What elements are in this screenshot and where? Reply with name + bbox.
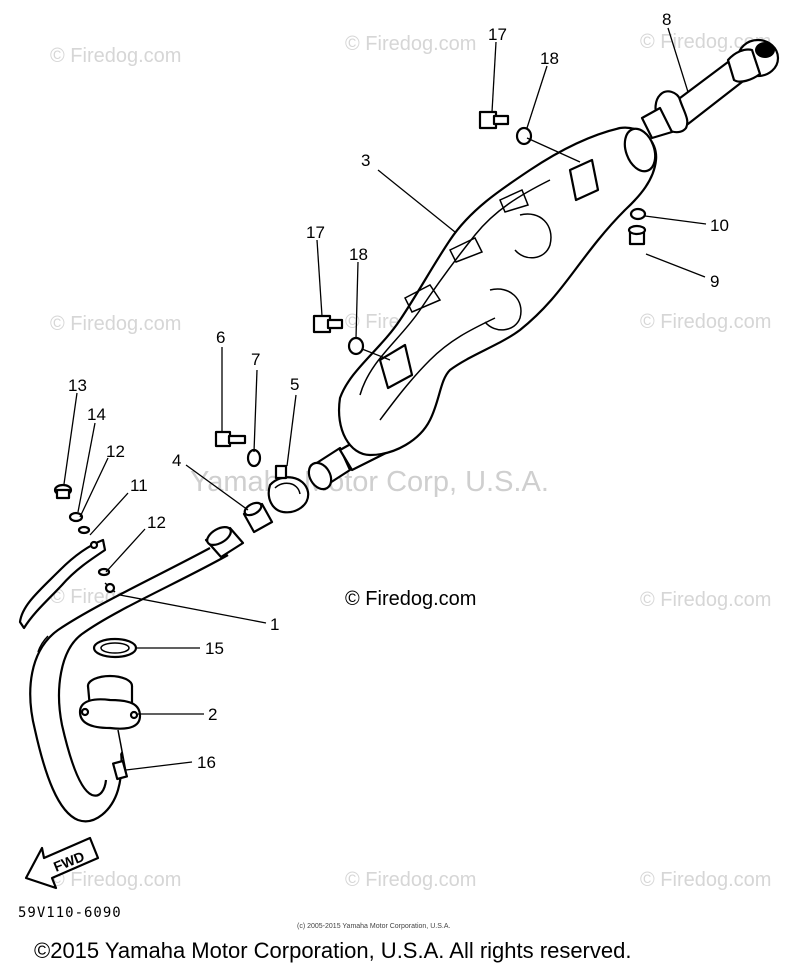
callout-18-upper: 18	[540, 49, 559, 68]
watermark-text: © Firedog.com	[345, 33, 476, 55]
silencer-end-cap	[640, 38, 780, 140]
callout-1: 1	[270, 615, 279, 634]
callout-7: 7	[251, 350, 260, 369]
silencer-body	[307, 126, 658, 491]
callout-14: 14	[87, 405, 106, 424]
callout-10: 10	[710, 216, 729, 235]
callout-numbers: 1 2 3 4 5 6 7 8 9 10 11 12 12 13 14 15 1…	[68, 10, 729, 772]
watermark-text: © Firedog.com	[50, 45, 181, 67]
fasteners	[312, 110, 647, 356]
watermark-layer: © Firedog.com © Firedog.com © Firedog.co…	[50, 31, 771, 891]
footer-copyright: ©2015 Yamaha Motor Corporation, U.S.A. A…	[34, 938, 631, 963]
watermark-center-text: Yamaha Motor Corp, U.S.A.	[190, 466, 549, 498]
small-credit: (c) 2005-2015 Yamaha Motor Corporation, …	[297, 923, 450, 930]
diagram-code: 59V110-6090	[18, 905, 122, 921]
watermark-text: © Firedog.com	[345, 869, 476, 891]
watermark-text: © Firedog.com	[50, 869, 181, 891]
firedog-mark: © Firedog.com	[345, 588, 476, 610]
callout-9: 9	[710, 272, 719, 291]
watermark-text: © Firedog.com	[640, 311, 771, 333]
callout-lines	[63, 27, 707, 771]
callout-2: 2	[208, 705, 217, 724]
callout-6: 6	[216, 328, 225, 347]
callout-16: 16	[197, 753, 216, 772]
fwd-arrow: FWD	[24, 836, 100, 890]
pipe-bracket	[18, 483, 111, 630]
callout-4: 4	[172, 451, 181, 470]
callout-8: 8	[662, 10, 671, 29]
exhaust-flange	[78, 637, 142, 781]
watermark-text: © Firedog.com	[640, 31, 771, 53]
watermark-text: © Firedog.com	[640, 589, 771, 611]
callout-5: 5	[290, 375, 299, 394]
callout-17-upper: 17	[488, 25, 507, 44]
callout-15: 15	[205, 639, 224, 658]
firedog-watermark: © Firedog.com	[345, 588, 476, 610]
callout-11: 11	[130, 476, 148, 495]
callout-12-upper: 12	[106, 442, 125, 461]
watermark-text: © Firedog.com	[50, 313, 181, 335]
pipe-joint-clamp	[214, 430, 310, 534]
callout-13: 13	[68, 376, 87, 395]
callout-3: 3	[361, 151, 370, 170]
watermark-text: © Firedog.com	[640, 869, 771, 891]
callout-18-lower: 18	[349, 245, 368, 264]
callout-12-lower: 12	[147, 513, 166, 532]
callout-17-lower: 17	[306, 223, 325, 242]
